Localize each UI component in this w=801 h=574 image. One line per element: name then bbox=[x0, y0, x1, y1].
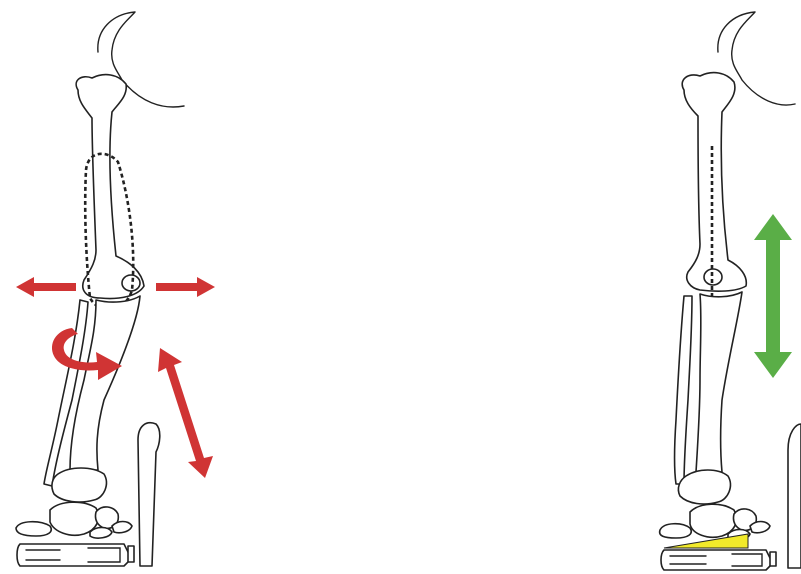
right-fibula bbox=[675, 296, 693, 484]
left-foot bbox=[16, 502, 132, 538]
right-foot bbox=[660, 504, 770, 540]
right-ankle bbox=[678, 470, 730, 504]
red-diagonal-double-arrow bbox=[158, 348, 213, 478]
left-shoe-sole bbox=[17, 544, 134, 566]
right-shoe-sole bbox=[661, 550, 776, 570]
red-arrow-right bbox=[156, 277, 215, 297]
right-femur bbox=[682, 73, 746, 292]
green-vertical-double-arrow bbox=[754, 214, 792, 378]
left-ankle bbox=[52, 468, 106, 502]
right-orthosis-upright bbox=[788, 424, 801, 568]
red-arrow-left bbox=[16, 277, 76, 297]
right-tibia bbox=[696, 292, 742, 472]
left-orthosis-upright bbox=[138, 423, 160, 566]
